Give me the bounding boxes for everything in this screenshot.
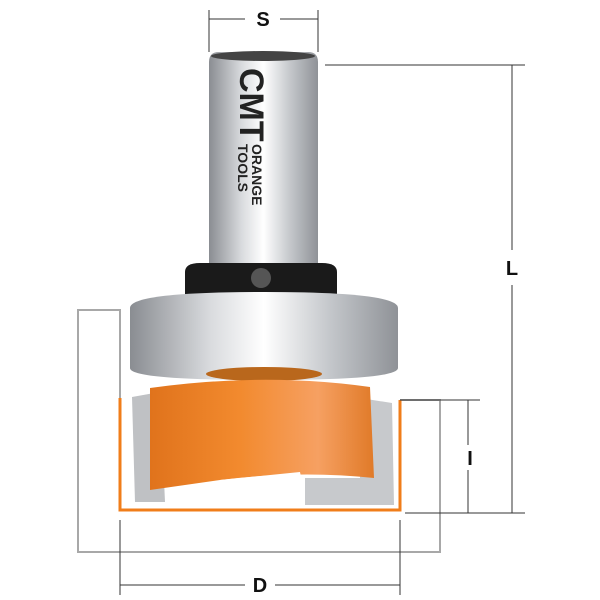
dimension-l: L (325, 64, 525, 514)
lock-collar (185, 263, 337, 296)
svg-text:S: S (256, 9, 269, 31)
dimension-i: I (400, 399, 480, 513)
svg-text:L: L (506, 258, 518, 280)
svg-text:ORANGE: ORANGE (249, 144, 265, 205)
cmt-logo: CMT ORANGE TOOLS (232, 68, 270, 205)
svg-text:TOOLS: TOOLS (235, 144, 251, 192)
dimension-d: D (119, 520, 401, 597)
svg-text:CMT: CMT (232, 68, 270, 142)
groove-line (118, 398, 402, 512)
set-screw-icon (251, 268, 271, 288)
dimension-s: S (208, 9, 319, 52)
carbide-right (305, 398, 394, 505)
shank: CMT ORANGE TOOLS (209, 51, 318, 268)
svg-text:I: I (467, 448, 473, 470)
bearing (130, 292, 398, 381)
cutter-body (132, 379, 394, 505)
svg-text:D: D (253, 575, 267, 597)
